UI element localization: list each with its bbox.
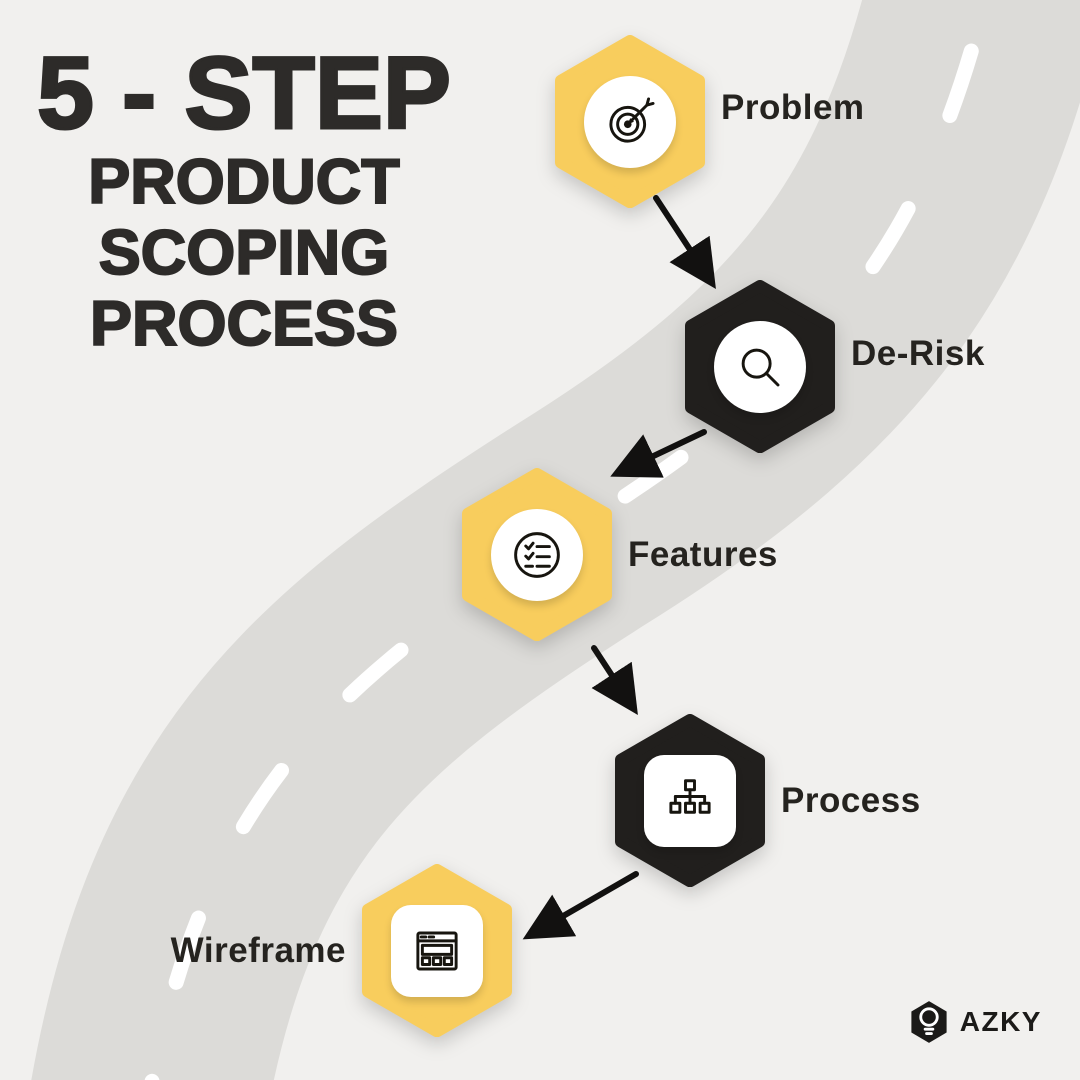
step-label-features: Features bbox=[628, 534, 778, 574]
title-line-1: 5 - STEP bbox=[36, 36, 453, 150]
step-wireframe: Wireframe bbox=[171, 864, 512, 1038]
step-label-problem: Problem bbox=[721, 87, 865, 127]
title-line-2: PRODUCT bbox=[87, 146, 401, 218]
target-icon bbox=[609, 96, 655, 143]
step-label-derisk: De-Risk bbox=[851, 334, 985, 374]
icon-badge bbox=[714, 320, 806, 413]
step-label-wireframe: Wireframe bbox=[170, 930, 346, 970]
title-line-3: SCOPING bbox=[98, 217, 391, 289]
icon-badge bbox=[491, 508, 583, 601]
flowchart-icon bbox=[669, 778, 711, 814]
step-label-process: Process bbox=[781, 780, 921, 820]
step-process: Process bbox=[615, 714, 920, 888]
brand-name: AZKY bbox=[959, 1006, 1042, 1037]
magnifier-icon bbox=[741, 348, 780, 386]
icon-badge bbox=[391, 904, 483, 997]
step-problem: Problem bbox=[555, 35, 864, 209]
brand-logo: AZKY bbox=[909, 1000, 1042, 1044]
title-line-4: PROCESS bbox=[89, 288, 399, 360]
lightbulb-icon bbox=[911, 1001, 947, 1043]
checklist-icon bbox=[514, 531, 560, 578]
step-features: Features bbox=[462, 468, 777, 642]
icon-badge bbox=[584, 75, 676, 168]
step-derisk: De-Risk bbox=[685, 280, 984, 454]
wireframe-icon bbox=[416, 931, 458, 970]
title-block: 5 - STEP PRODUCT SCOPING PROCESS bbox=[26, 36, 462, 361]
icon-badge bbox=[644, 754, 736, 847]
